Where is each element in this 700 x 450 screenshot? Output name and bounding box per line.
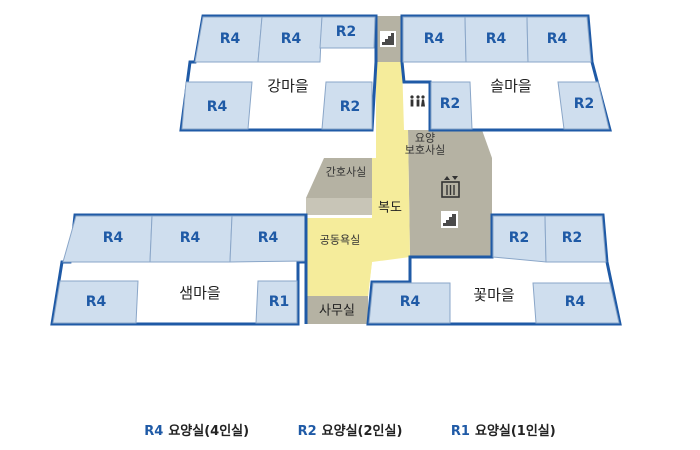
room-label-sol-bottom-2: R2 xyxy=(574,96,595,112)
stairs-icon xyxy=(380,31,396,47)
room-gang-top-2[interactable] xyxy=(257,16,323,63)
room-sol-bottom-1[interactable] xyxy=(430,81,473,130)
corridor xyxy=(306,62,410,296)
room-label-saem-top-2: R4 xyxy=(180,230,201,246)
office-label: 사무실 xyxy=(319,304,355,319)
legend-item-r2: R2 요양실(2인실) xyxy=(298,420,403,439)
village-label-gang: 강마을 xyxy=(267,77,308,95)
legend: R4 요양실(4인실) R2 요양실(2인실) R1 요양실(1인실) xyxy=(0,420,700,439)
kkot-village: R2 R2 R4 R4 꽃마을 xyxy=(366,213,622,326)
gang-village: R4 R4 R2 R4 R2 강마을 xyxy=(179,14,378,132)
room-saem-bottom-1[interactable] xyxy=(52,280,139,324)
bath-label: 공동욕실 xyxy=(320,234,360,247)
legend-item-r1: R1 요양실(1인실) xyxy=(451,420,556,439)
room-label-gang-top-3: R2 xyxy=(336,24,357,40)
elevator-icon xyxy=(441,176,460,198)
room-label-saem-top-3: R4 xyxy=(258,230,279,246)
corridor-strip xyxy=(306,262,372,296)
room-label-gang-bottom-1: R4 xyxy=(207,99,228,115)
office-block xyxy=(306,296,368,324)
room-label-gang-bottom-2: R2 xyxy=(340,99,361,115)
room-label-saem-bottom-1: R4 xyxy=(86,294,107,310)
room-label-saem-top-1: R4 xyxy=(103,230,124,246)
caregiver-room-label-2: 보호사실 xyxy=(405,144,445,157)
caregiver-room-label-1: 요양 xyxy=(415,132,435,145)
room-gang-bottom-1[interactable] xyxy=(181,81,253,130)
village-label-sol: 솔마을 xyxy=(490,77,531,95)
room-label-kkot-top-1: R2 xyxy=(509,230,530,246)
room-label-sol-bottom-1: R2 xyxy=(440,96,461,112)
room-label-saem-bottom-2: R1 xyxy=(269,294,290,310)
legend-text: 요양실(2인실) xyxy=(321,424,403,439)
room-saem-bottom-2[interactable] xyxy=(255,280,298,324)
legend-text: 요양실(1인실) xyxy=(474,424,556,439)
room-sol-top-3[interactable] xyxy=(526,16,592,63)
legend-code: R2 xyxy=(297,424,317,439)
nurse-station-strip xyxy=(306,198,372,215)
room-label-sol-top-3: R4 xyxy=(547,31,568,47)
room-sol-bottom-2[interactable] xyxy=(557,81,610,130)
stairs-icon xyxy=(441,211,458,228)
room-label-kkot-bottom-1: R4 xyxy=(400,294,421,310)
legend-text: 요양실(4인실) xyxy=(168,424,250,439)
room-gang-bottom-2[interactable] xyxy=(321,81,373,130)
room-label-kkot-top-2: R2 xyxy=(562,230,583,246)
room-label-gang-top-1: R4 xyxy=(220,31,241,47)
nurse-station-block xyxy=(306,158,372,198)
room-kkot-bottom-2[interactable] xyxy=(532,282,620,324)
nurse-station-label: 간호사실 xyxy=(326,166,366,179)
corridor-label: 복도 xyxy=(378,201,402,216)
room-label-sol-top-1: R4 xyxy=(424,31,445,47)
village-label-saem: 샘마을 xyxy=(179,284,220,302)
village-label-kkot: 꽃마을 xyxy=(473,286,514,304)
sol-village: R4 R4 R4 R2 R2 솔마을 xyxy=(400,14,612,132)
room-kkot-bottom-1[interactable] xyxy=(368,282,451,324)
legend-code: R1 xyxy=(450,424,470,439)
room-label-sol-top-2: R4 xyxy=(486,31,507,47)
restroom-icon xyxy=(410,95,425,107)
room-label-gang-top-2: R4 xyxy=(281,31,302,47)
legend-item-r4: R4 요양실(4인실) xyxy=(144,420,249,439)
room-label-kkot-bottom-2: R4 xyxy=(565,294,586,310)
saem-village: R4 R4 R4 R4 R1 샘마을 xyxy=(50,213,308,326)
room-kkot-top-2[interactable] xyxy=(544,215,607,263)
legend-code: R4 xyxy=(144,424,164,439)
room-gang-top-3[interactable] xyxy=(319,16,376,49)
